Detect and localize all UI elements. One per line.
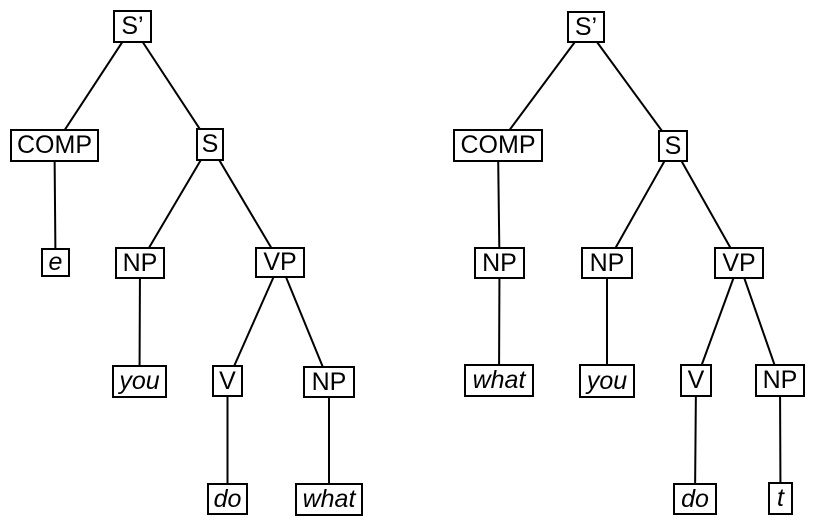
tree-edge: [672, 145, 740, 264]
tree-edge: [497, 26, 587, 147]
tree-edge: [53, 145, 57, 263]
node-word-what: what: [295, 483, 363, 516]
node-word-you: you: [112, 365, 167, 398]
tree-edge: [279, 262, 330, 383]
node-s: S: [658, 130, 688, 162]
tree-edge: [498, 262, 501, 381]
tree-edge: [131, 25, 211, 146]
node-comp: COMP: [10, 129, 99, 162]
node-np-object: NP: [303, 366, 355, 398]
node-comp: COMP: [453, 129, 543, 162]
node-np-subject: NP: [581, 247, 633, 279]
tree-edge: [138, 262, 141, 382]
tree-edge: [53, 25, 134, 147]
tree-edge: [694, 380, 697, 500]
node-word-do: do: [207, 483, 248, 515]
tree-edge: [606, 145, 674, 264]
tree-edge: [738, 262, 781, 381]
node-np-in-comp: NP: [474, 247, 525, 279]
node-v: V: [680, 364, 712, 397]
node-np-subject: NP: [115, 247, 165, 279]
node-vp: VP: [714, 247, 764, 279]
node-word-what: what: [464, 364, 534, 397]
node-word-do: do: [673, 483, 717, 515]
node-np-object: NP: [755, 364, 805, 397]
node-trace-t: t: [768, 482, 793, 515]
node-s-bar: S’: [113, 10, 152, 43]
node-s-bar: S’: [567, 11, 605, 43]
tree-edge: [497, 145, 501, 264]
node-empty-comp: e: [41, 248, 70, 277]
node-word-you: you: [579, 364, 635, 398]
node-v: V: [212, 365, 243, 397]
tree-edge: [695, 262, 740, 381]
tree-edge: [585, 26, 674, 147]
tree-edge: [139, 143, 211, 264]
tree-edge: [779, 380, 782, 499]
tree-edge: [226, 262, 281, 382]
node-s: S: [196, 128, 224, 161]
tree-edge: [209, 143, 281, 264]
node-vp: VP: [255, 247, 305, 278]
